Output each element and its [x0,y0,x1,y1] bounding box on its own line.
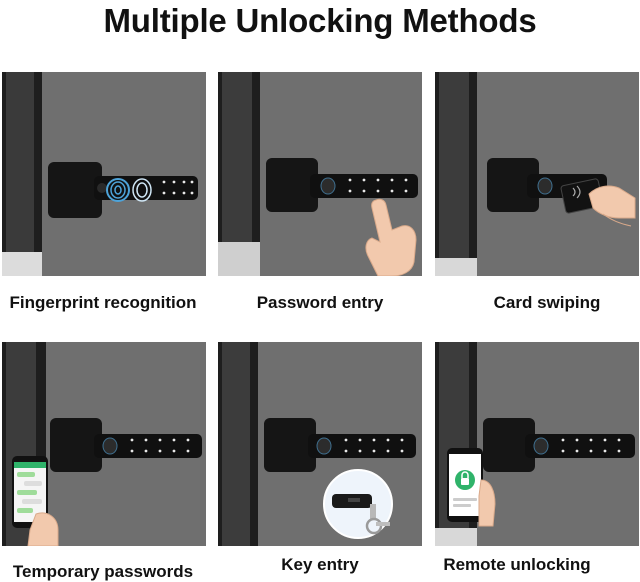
password-panel [218,72,422,276]
method-label: Remote unlocking [443,555,591,574]
key-entry-panel [218,342,422,546]
card-panel [435,72,639,276]
fingerprint-panel [2,72,206,276]
keypad-icon [162,180,194,195]
remote-panel [435,342,639,546]
method-label: Temporary passwords [12,562,194,581]
method-label: Key entry [281,555,359,574]
temp-password-panel [2,342,206,546]
page-title: Multiple Unlocking Methods [103,2,537,39]
method-label: Fingerprint recognition [9,293,197,312]
method-label: Card swiping [493,293,601,312]
method-label: Password entry [256,293,384,312]
